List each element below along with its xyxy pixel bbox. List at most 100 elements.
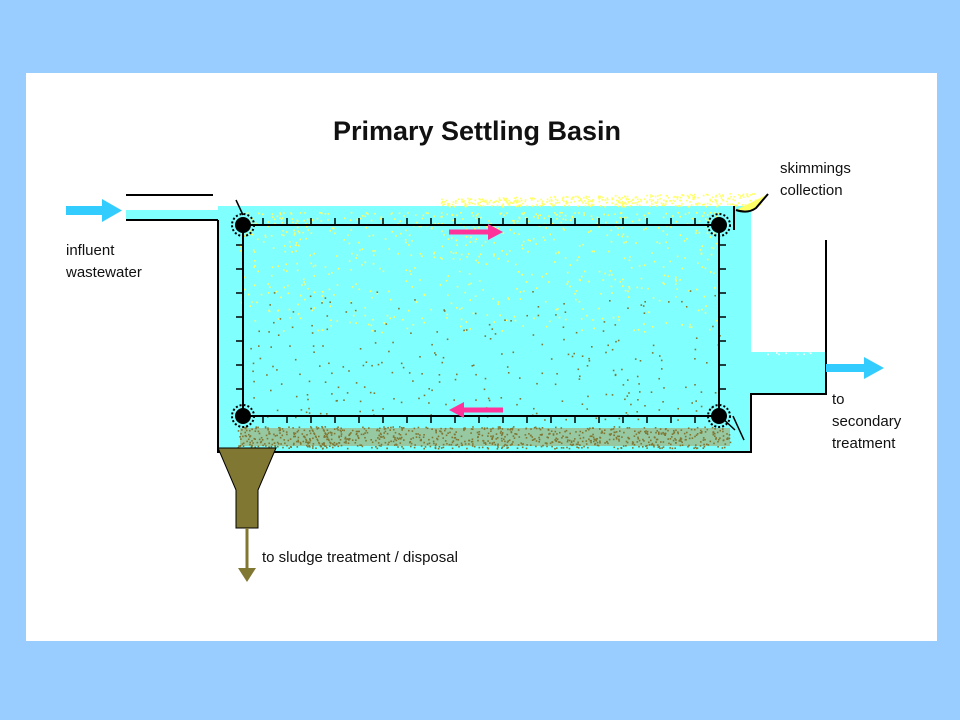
floating-particle	[397, 252, 399, 255]
floating-particle	[282, 234, 285, 237]
sludge-particle	[590, 439, 592, 442]
sludge-particle	[706, 443, 708, 446]
floating-particle	[571, 215, 574, 218]
overflow-droplet	[755, 280, 757, 283]
sludge-particle	[703, 445, 706, 448]
floating-particle	[390, 298, 392, 301]
floating-particle	[281, 217, 284, 219]
floating-particle	[422, 214, 425, 217]
floating-particle	[518, 217, 521, 220]
scum-particle	[517, 199, 519, 202]
overflow-droplet	[787, 297, 789, 299]
settling-particle	[258, 345, 260, 347]
settling-particle	[586, 365, 589, 367]
sludge-particle	[315, 436, 317, 439]
scum-particle	[606, 197, 608, 199]
scum-particle	[635, 196, 637, 198]
overflow-droplet	[790, 297, 792, 300]
floating-particle	[460, 318, 463, 321]
sludge-particle	[431, 436, 434, 439]
sludge-particle	[435, 431, 437, 434]
sludge-particle	[241, 443, 244, 445]
sludge-particle	[661, 447, 663, 449]
floating-particle	[328, 288, 331, 291]
floating-particle	[593, 327, 595, 330]
sludge-particle	[440, 427, 442, 430]
sludge-particle	[639, 430, 642, 433]
scum-particle	[587, 201, 590, 203]
overflow-droplet	[783, 254, 786, 256]
scum-particle	[692, 196, 694, 199]
sludge-particle	[409, 441, 411, 444]
sludge-particle	[663, 433, 665, 435]
floating-particle	[696, 212, 698, 214]
scum-particle	[628, 202, 630, 204]
floating-particle	[629, 256, 631, 258]
scum-particle	[691, 194, 694, 197]
scum-particle	[589, 200, 592, 202]
overflow-droplet	[760, 231, 762, 233]
sludge-particle	[612, 438, 615, 441]
sludge-particle	[401, 427, 404, 430]
settling-particle	[564, 311, 567, 313]
scum-particle	[749, 199, 752, 202]
sludge-particle	[499, 426, 501, 428]
floating-particle	[380, 216, 383, 218]
floating-particle	[441, 230, 443, 233]
overflow-droplet	[760, 290, 762, 293]
floating-particle	[253, 266, 255, 268]
overflow-droplet	[795, 338, 797, 340]
overflow-droplet	[763, 226, 765, 229]
floating-particle	[264, 234, 267, 237]
sludge-particle	[509, 444, 512, 446]
sludge-particle	[357, 436, 360, 439]
settling-particle	[691, 402, 693, 404]
arrow-right-icon	[449, 224, 503, 240]
settling-particle	[605, 351, 607, 354]
sludge-particle	[343, 429, 345, 432]
scum-particle	[730, 196, 732, 198]
floating-particle	[440, 216, 442, 218]
sludge-particle	[603, 432, 606, 435]
sludge-particle	[386, 447, 388, 450]
overflow-droplet	[771, 264, 774, 267]
floating-particle	[304, 283, 306, 286]
scum-particle	[676, 198, 679, 200]
overflow-droplet	[787, 329, 790, 331]
floating-particle	[548, 215, 550, 217]
floating-particle	[472, 312, 475, 315]
floating-particle	[412, 324, 415, 326]
overflow-droplet	[776, 238, 778, 240]
sludge-particle	[343, 441, 346, 444]
floating-particle	[364, 307, 366, 309]
sludge-particle	[478, 446, 481, 449]
floating-particle	[306, 218, 309, 221]
overflow-droplet	[785, 282, 788, 285]
overflow-droplet	[774, 290, 776, 293]
floating-particle	[267, 283, 270, 285]
scum-particle	[549, 202, 552, 205]
settling-particle	[689, 290, 692, 292]
sludge-particle	[440, 447, 443, 449]
floating-particle	[288, 241, 291, 243]
floating-particle	[566, 271, 569, 274]
arrow-left-icon	[449, 402, 503, 418]
scum-particle	[665, 203, 667, 205]
floating-particle	[420, 225, 423, 228]
sludge-particle	[341, 429, 344, 431]
floating-particle	[638, 218, 641, 221]
floating-particle	[548, 281, 550, 283]
floating-particle	[684, 257, 686, 259]
floating-particle	[447, 238, 450, 240]
floating-particle	[277, 310, 279, 312]
sludge-particle	[441, 433, 444, 435]
sludge-particle	[300, 443, 302, 445]
sludge-particle	[384, 430, 387, 433]
sludge-particle	[477, 439, 479, 442]
sludge-particle	[560, 427, 563, 429]
effluent-overflow	[752, 214, 812, 356]
sludge-particle	[712, 433, 715, 436]
sludge-particle	[390, 426, 392, 429]
sludge-particle	[497, 444, 499, 447]
overflow-droplet	[754, 256, 757, 259]
